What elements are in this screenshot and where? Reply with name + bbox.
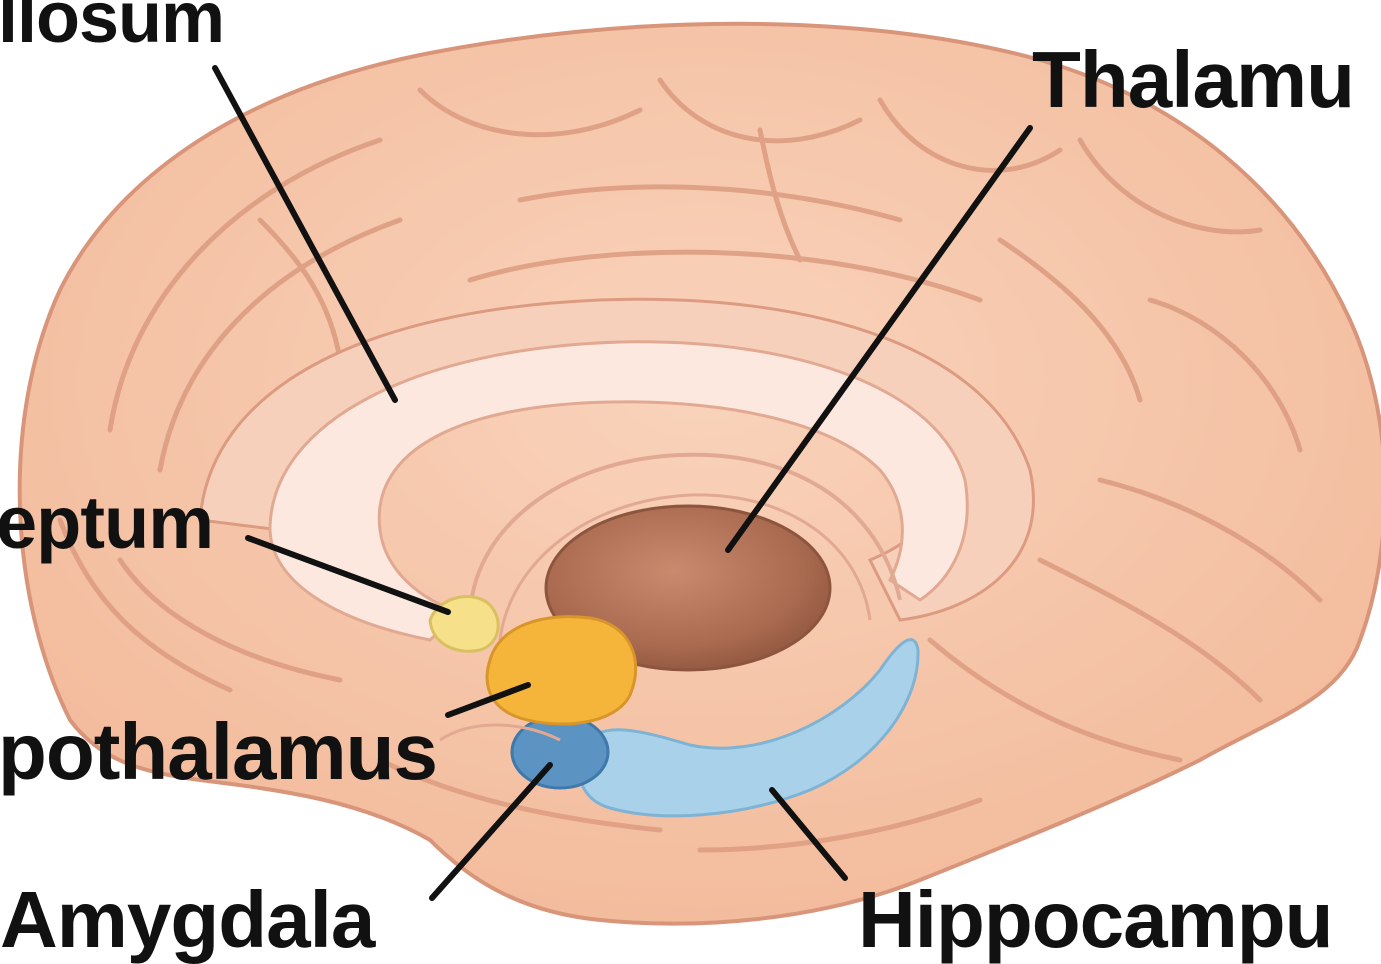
label-hippocampus: Hippocampu: [858, 880, 1332, 960]
label-amygdala: Amygdala: [0, 880, 374, 960]
label-hypothalamus: pothalamus: [0, 712, 437, 792]
hypothalamus: [487, 617, 636, 724]
label-corpus-callosum: llosum: [0, 0, 224, 54]
label-septum: eptum: [0, 486, 213, 560]
septum: [430, 597, 498, 652]
label-thalamus: Thalamu: [1032, 40, 1354, 120]
